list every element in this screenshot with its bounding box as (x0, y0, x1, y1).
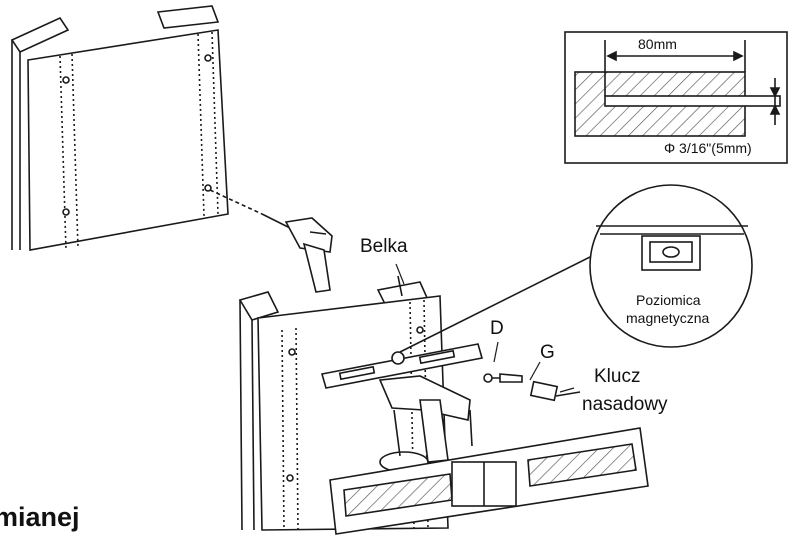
wrench-label-line2: nasadowy (582, 394, 668, 415)
dimension-diameter-label: Φ 3/16"(5mm) (664, 140, 752, 156)
bolt-icon (483, 373, 523, 383)
level-label-line2: magnetyczna (626, 310, 710, 326)
beam-label: Belka (360, 236, 408, 257)
dimension-width-label: 80mm (638, 36, 677, 52)
level-detail-circle (589, 184, 753, 348)
wall-plate (320, 251, 601, 389)
wall-stud-top (10, 5, 263, 251)
level-label-line1: Poziomica (636, 292, 701, 308)
part-d-label: D (490, 318, 504, 339)
wrench-label-line1: Klucz (594, 366, 641, 387)
socket-wrench-icon (529, 380, 581, 402)
drilling-detail-box (564, 31, 788, 164)
mount-arm (378, 375, 473, 473)
label-leaders (395, 263, 575, 393)
drill-icon (261, 213, 333, 293)
part-g-label: G (540, 342, 555, 363)
cropped-heading-text: mianej (0, 502, 80, 532)
tv-bracket (329, 427, 649, 535)
